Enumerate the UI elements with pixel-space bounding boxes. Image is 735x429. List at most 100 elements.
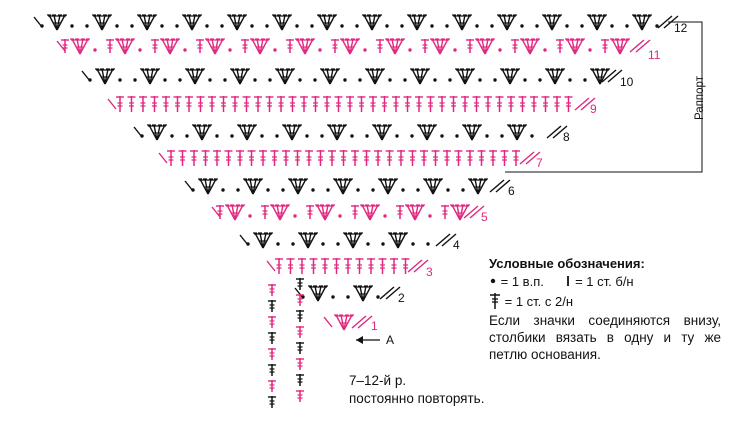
double-crochet-fan	[320, 68, 340, 85]
chain-dot	[356, 188, 360, 192]
double-crochet-fan	[545, 68, 565, 85]
double-crochet	[369, 96, 377, 112]
edge-stitch	[323, 316, 333, 328]
double-crochet	[296, 390, 304, 402]
chain-dot	[655, 24, 659, 28]
turning-chain	[574, 97, 590, 111]
double-crochet-fan	[270, 204, 290, 221]
edge-stitch	[211, 206, 221, 218]
chain-dot	[388, 78, 392, 82]
double-crochet-fan	[237, 124, 257, 141]
double-crochet	[241, 39, 249, 53]
chain-dot	[426, 242, 430, 246]
edge-stitch	[184, 180, 194, 192]
double-crochet	[150, 96, 159, 112]
chain-dot	[248, 214, 252, 218]
double-crochet-fan	[378, 178, 398, 195]
double-crochet	[296, 278, 304, 290]
double-crochet	[296, 342, 304, 354]
double-crochet	[106, 39, 114, 53]
turning-chain	[413, 259, 429, 273]
double-crochet-fan	[243, 178, 263, 195]
chain-dot	[490, 24, 494, 28]
double-crochet	[268, 396, 276, 408]
double-crochet-fan	[452, 14, 472, 31]
double-crochet	[293, 150, 302, 166]
double-crochet-fan	[407, 14, 427, 31]
chain-dot	[523, 78, 527, 82]
chain-dot	[221, 188, 225, 192]
chain-dot	[383, 214, 387, 218]
double-crochet	[167, 150, 175, 166]
start-marker-label: A	[386, 333, 394, 347]
double-crochet	[268, 332, 276, 344]
chain-dot	[276, 242, 280, 246]
double-crochet	[196, 39, 204, 53]
double-crochet	[296, 326, 304, 338]
double-crochet	[484, 96, 492, 112]
turning-chain	[435, 233, 451, 247]
double-crochet-fan	[365, 68, 385, 85]
chain-dot	[428, 214, 432, 218]
double-crochet-icon	[489, 292, 501, 313]
double-crochet-fan	[542, 14, 562, 31]
double-crochet	[362, 150, 371, 166]
double-crochet-fan	[315, 204, 335, 221]
turning-chain	[601, 69, 617, 83]
double-crochet	[208, 96, 216, 112]
double-crochet	[196, 96, 205, 112]
double-crochet-fan	[610, 38, 630, 55]
double-crochet	[438, 96, 446, 112]
row-number-9: 9	[590, 102, 597, 116]
chain-dot	[338, 214, 342, 218]
double-crochet	[139, 96, 147, 112]
double-crochet	[265, 96, 274, 112]
chain-dot	[320, 134, 324, 138]
double-crochet	[127, 96, 136, 112]
double-crochet	[332, 258, 341, 274]
chain-dot	[253, 78, 257, 82]
legend-title: Условные обозначения:	[489, 256, 645, 271]
chain-dot	[281, 188, 285, 192]
chain-dot	[500, 134, 504, 138]
double-crochet	[495, 96, 504, 112]
double-crochet	[213, 150, 221, 166]
turning-chain	[379, 286, 395, 300]
double-crochet	[401, 258, 410, 274]
double-crochet-fan	[147, 124, 167, 141]
double-crochet	[421, 39, 429, 53]
chain-dot	[223, 78, 227, 82]
chain-dot	[266, 188, 270, 192]
chain-dot	[275, 134, 279, 138]
double-crochet	[151, 39, 159, 53]
double-crochet	[601, 39, 609, 53]
chain-dot	[118, 78, 122, 82]
chain-dot	[273, 48, 277, 52]
double-crochet	[500, 150, 509, 166]
double-crochet	[541, 96, 550, 112]
chain-dot	[305, 134, 309, 138]
chain-dot	[318, 48, 322, 52]
double-crochet	[236, 150, 244, 166]
chain-dot	[401, 188, 405, 192]
double-crochet	[296, 374, 304, 386]
row-number-7: 7	[536, 156, 543, 170]
double-crochet-fan	[417, 124, 437, 141]
chain-dot	[160, 24, 164, 28]
chain-dot	[183, 48, 187, 52]
turning-chain	[657, 15, 673, 29]
double-crochet	[397, 150, 405, 166]
double-crochet	[268, 364, 276, 376]
chain-dot	[313, 78, 317, 82]
double-crochet-fan	[185, 68, 205, 85]
row-number-6: 6	[508, 184, 515, 198]
chain-dot	[138, 48, 142, 52]
chain-dot	[336, 242, 340, 246]
double-crochet-fan	[140, 68, 160, 85]
chain-dot	[385, 24, 389, 28]
double-crochet	[268, 300, 276, 312]
chain-dot	[170, 134, 174, 138]
chain-dot	[411, 242, 415, 246]
double-crochet	[512, 150, 520, 166]
